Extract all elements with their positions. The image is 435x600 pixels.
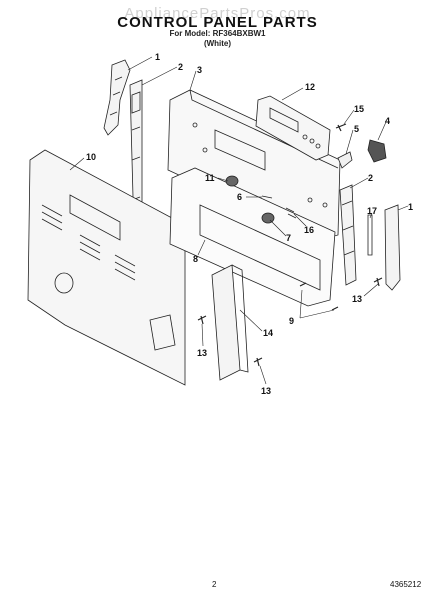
part-1-end-cap-left[interactable]: [103, 59, 131, 136]
part-7-knob[interactable]: [261, 212, 275, 224]
part-13-screw-a[interactable]: [197, 315, 207, 325]
part-11-knob[interactable]: [225, 175, 239, 187]
callout-3: 3: [197, 65, 202, 75]
callout-14: 14: [263, 328, 273, 338]
document-number: 4365212: [390, 580, 422, 589]
part-1-end-cap-right[interactable]: [384, 204, 401, 291]
part-13-screw-b[interactable]: [253, 357, 263, 367]
callout-13: 13: [197, 348, 207, 358]
callout-1: 1: [408, 202, 413, 212]
callout-15: 15: [354, 104, 364, 114]
diagram-title: CONTROL PANEL PARTS: [117, 14, 318, 31]
callout-6: 6: [237, 192, 242, 202]
part-4-clip[interactable]: [367, 139, 387, 163]
color-variant: (White): [203, 39, 232, 48]
callout-1: 1: [155, 52, 160, 62]
callout-2: 2: [178, 62, 183, 72]
callout-7: 7: [286, 233, 291, 243]
callout-2: 2: [368, 173, 373, 183]
part-10-rear-panel[interactable]: [27, 149, 186, 386]
callout-5: 5: [354, 124, 359, 134]
model-number: For Model: RF364BXBW1: [169, 29, 266, 38]
part-6-retainer[interactable]: [261, 195, 273, 199]
callout-4: 4: [385, 116, 390, 126]
part-16-switch[interactable]: [285, 207, 297, 219]
part-12-clock-control[interactable]: [255, 95, 331, 161]
part-14-shield[interactable]: [211, 264, 249, 381]
callout-17: 17: [367, 206, 377, 216]
part-2-bracket-right[interactable]: [339, 184, 357, 286]
part-15-screw[interactable]: [335, 123, 347, 132]
part-8-frame[interactable]: [169, 167, 336, 307]
callout-10: 10: [86, 152, 96, 162]
watermark: AppliancePartsPros.com: [124, 5, 311, 22]
callout-13: 13: [261, 386, 271, 396]
part-13-screw-c[interactable]: [373, 277, 383, 287]
part-9-screw[interactable]: [299, 282, 339, 311]
leader-lines: [69, 56, 409, 385]
page-number: 2: [212, 580, 217, 589]
callout-11: 11: [205, 173, 215, 183]
part-17-pin[interactable]: [367, 214, 373, 256]
callout-12: 12: [305, 82, 315, 92]
callout-8: 8: [193, 254, 198, 264]
callout-13: 13: [352, 294, 362, 304]
callout-16: 16: [304, 225, 314, 235]
callout-9: 9: [289, 316, 294, 326]
callout-labels: 1 2 3 12 15 4 5 10 11 6 2 17 1 16 7 8 13…: [86, 52, 413, 396]
